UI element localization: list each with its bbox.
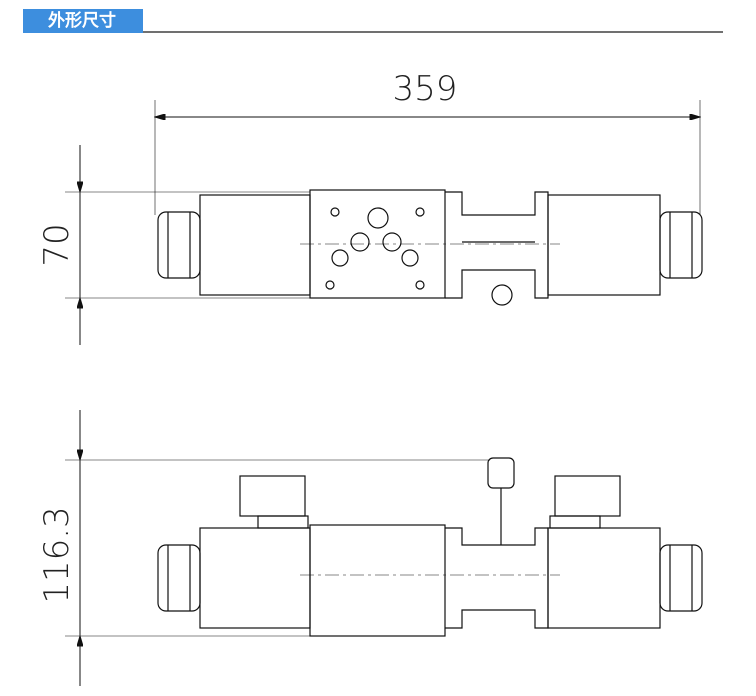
length-label: 359 (393, 69, 458, 109)
width-label: 70 (37, 223, 77, 266)
top-view (157, 189, 703, 306)
section-title: 外形尺寸 (23, 9, 143, 33)
height-dimension: 116.3 (37, 410, 490, 686)
height-label: 116.3 (37, 506, 77, 603)
width-dimension: 70 (37, 145, 310, 345)
side-view (157, 457, 703, 637)
length-dimension: 359 (155, 69, 700, 215)
section-divider (143, 31, 723, 33)
